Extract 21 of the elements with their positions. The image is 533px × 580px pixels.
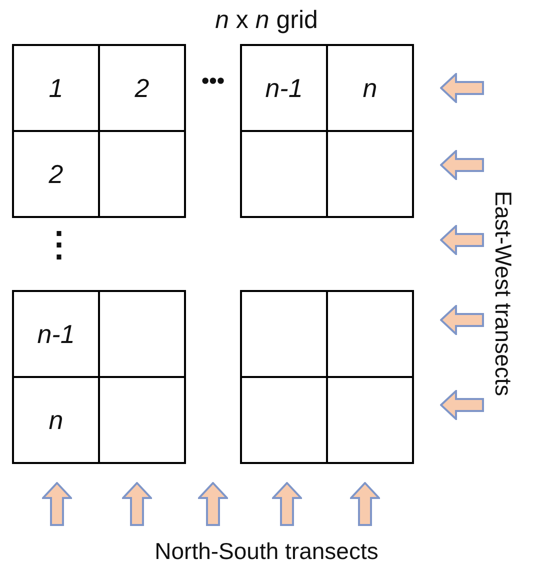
grid-title: n x n grid — [214, 6, 319, 35]
grid-cell: 2 — [98, 44, 186, 132]
ellipsis: ⋮ — [42, 225, 72, 265]
grid-cell: 2 — [12, 130, 100, 218]
grid-cell — [240, 290, 328, 378]
grid-cell: n — [326, 44, 414, 132]
grid-cell — [240, 376, 328, 464]
axis-label: North-South transects — [154, 538, 380, 565]
grid-cell: n-1 — [240, 44, 328, 132]
axis-label: East-West transects — [490, 190, 516, 398]
grid-cell: n-1 — [12, 290, 100, 378]
grid-cell — [240, 130, 328, 218]
grid-cell: 1 — [12, 44, 100, 132]
grid-cell — [98, 130, 186, 218]
grid-cell — [98, 290, 186, 378]
ellipsis: ••• — [200, 68, 226, 94]
grid-cell — [326, 376, 414, 464]
grid-cell — [326, 130, 414, 218]
grid-cell — [326, 290, 414, 378]
grid-cell: n — [12, 376, 100, 464]
grid-cell — [98, 376, 186, 464]
